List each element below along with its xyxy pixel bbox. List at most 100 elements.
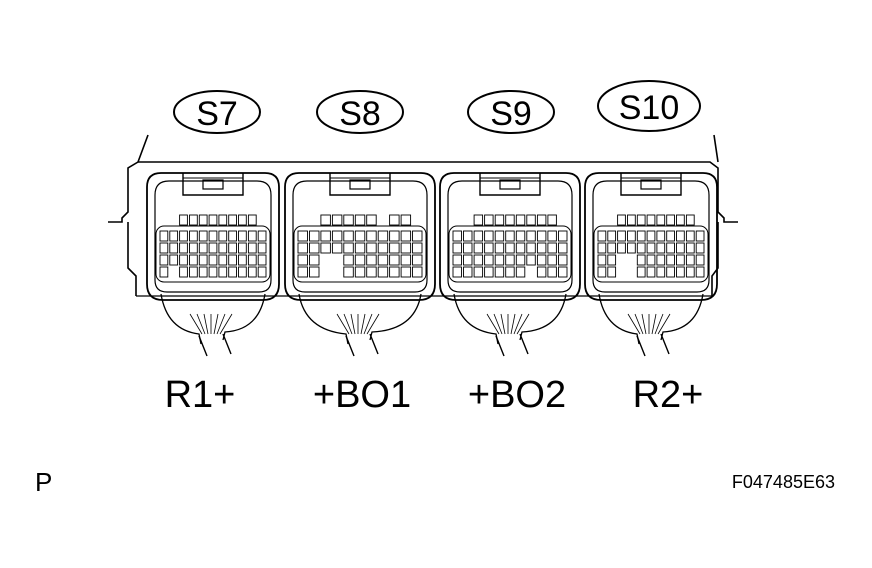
connector-inner-wall — [592, 180, 710, 293]
terminal-cavity — [218, 214, 228, 226]
harness-edge — [298, 293, 349, 345]
page-mark: P — [35, 467, 52, 497]
terminal-cavity — [354, 230, 366, 242]
terminal-cavity — [515, 242, 526, 254]
terminal-cavity — [412, 242, 423, 254]
wire-strand — [486, 313, 500, 335]
terminal-cavity — [558, 242, 568, 254]
terminal-cavity — [208, 242, 218, 254]
terminal-cavity — [257, 230, 267, 242]
wire-strand — [196, 313, 206, 335]
terminal-cavity — [238, 242, 247, 254]
terminal-cavity — [484, 214, 494, 226]
cavity-frame — [293, 225, 427, 283]
terminal-cavity — [389, 214, 400, 226]
cavity-frame — [448, 225, 572, 283]
connector-id-s10: S10 — [597, 80, 701, 132]
terminal-cavity — [515, 230, 526, 242]
terminal-cavity — [666, 214, 675, 226]
terminal-cavity — [238, 266, 247, 278]
connector-id-label: S9 — [490, 95, 532, 133]
terminal-cavity — [515, 266, 526, 278]
terminal-cavity — [377, 266, 389, 278]
terminal-cavity — [366, 266, 377, 278]
connector-s10 — [584, 172, 718, 357]
terminal-cavity — [412, 254, 423, 266]
terminal-cavity — [297, 242, 308, 254]
terminal-cavity — [228, 254, 237, 266]
wire-strand — [493, 313, 503, 335]
terminal-cavity — [494, 266, 505, 278]
terminal-cavity — [607, 230, 617, 242]
terminal-cavity — [494, 230, 505, 242]
terminal-cavity — [366, 254, 377, 266]
harness-edge — [519, 293, 567, 341]
terminal-cavity — [389, 266, 400, 278]
terminal-cavity — [685, 230, 695, 242]
terminal-cavity — [228, 214, 237, 226]
terminal-cavity — [218, 254, 228, 266]
terminal-cavity — [309, 230, 320, 242]
terminal-cavity — [484, 242, 494, 254]
connector-s7 — [146, 172, 280, 357]
terminal-cavity — [656, 214, 666, 226]
terminal-cavity — [558, 266, 568, 278]
terminal-cavity — [377, 242, 389, 254]
connector-inner-wall — [154, 180, 272, 293]
terminal-cavity — [656, 254, 666, 266]
terminal-cavity — [366, 214, 377, 226]
terminal-cavity — [536, 266, 547, 278]
terminal-cavity — [473, 214, 484, 226]
terminal-cavity — [218, 230, 228, 242]
terminal-cavity — [473, 254, 484, 266]
terminal-cavity — [685, 214, 695, 226]
terminal-cavity — [515, 214, 526, 226]
terminal-cavity — [463, 242, 473, 254]
connector-latch — [182, 173, 244, 196]
connector-id-label: S8 — [339, 95, 381, 133]
terminal-cavity — [343, 214, 354, 226]
terminal-cavity — [676, 214, 685, 226]
harness-tail — [636, 333, 670, 357]
wire-strand — [366, 313, 380, 335]
terminal-cavity — [320, 230, 331, 242]
terminal-cavity — [463, 266, 473, 278]
terminal-cavity — [228, 242, 237, 254]
terminal-cavity — [505, 254, 515, 266]
wire-strand — [516, 313, 530, 335]
terminal-cavity — [309, 254, 320, 266]
terminal-cavity — [558, 230, 568, 242]
terminal-cavity — [354, 254, 366, 266]
terminal-cavity — [536, 230, 547, 242]
terminal-cavity — [695, 266, 705, 278]
terminal-cavity — [505, 230, 515, 242]
wire-strand — [213, 313, 219, 335]
harness-edge — [660, 293, 704, 341]
terminal-cavity — [169, 242, 179, 254]
connector-id-s8: S8 — [316, 90, 404, 134]
terminal-cavity — [343, 242, 354, 254]
terminal-cavity — [597, 254, 607, 266]
terminal-cavity — [685, 242, 695, 254]
terminal-cavity — [484, 230, 494, 242]
terminal-cavity — [366, 242, 377, 254]
terminal-cavity — [526, 230, 536, 242]
terminal-cavity — [666, 266, 675, 278]
terminal-cavity — [189, 266, 198, 278]
terminal-cavity — [676, 242, 685, 254]
terminal-cavity — [656, 242, 666, 254]
terminal-cavity — [607, 266, 617, 278]
terminal-cavity — [695, 254, 705, 266]
terminal-cavity — [389, 242, 400, 254]
terminal-cavity — [189, 230, 198, 242]
terminal-cavity — [159, 266, 169, 278]
terminal-cavity — [238, 214, 247, 226]
terminal-cavity — [547, 214, 557, 226]
terminal-cavity — [526, 254, 536, 266]
wire-strand — [651, 313, 657, 335]
terminal-cavity — [179, 242, 188, 254]
wire-strand — [219, 313, 233, 335]
terminal-cavity — [627, 230, 636, 242]
terminal-cavity — [247, 254, 257, 266]
